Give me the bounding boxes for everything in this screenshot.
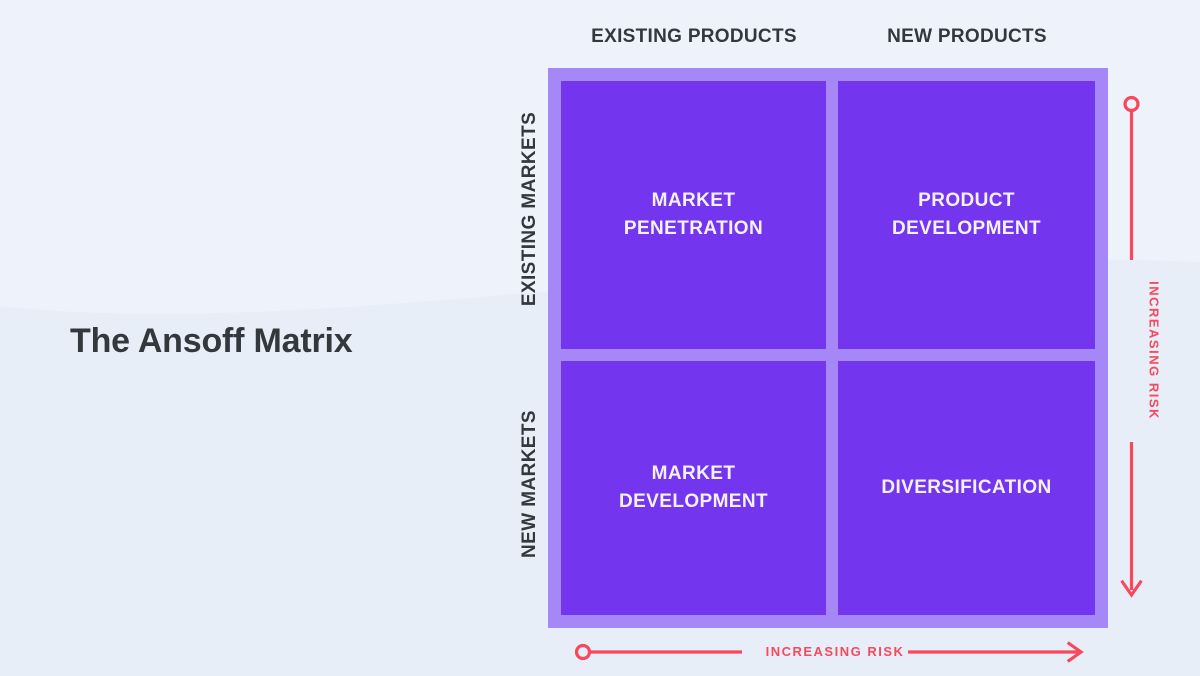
quadrant-label: MARKET PENETRATION — [623, 189, 764, 239]
column-header-new-products: NEW PRODUCTS — [887, 26, 1047, 47]
axis-arrowhead-icon — [1120, 579, 1143, 598]
horizontal-risk-axis-label: INCREASING RISK — [765, 644, 905, 659]
quadrant-product-development[interactable]: PRODUCT DEVELOPMENT — [838, 81, 1095, 349]
page-title: The Ansoff Matrix — [70, 322, 353, 360]
row-header-new-markets: NEW MARKETS — [519, 410, 540, 558]
vertical-risk-axis-arrow — [1120, 95, 1143, 598]
ansoff-matrix-frame: MARKET PENETRATION PRODUCT DEVELOPMENT M… — [548, 68, 1108, 628]
column-header-existing-products: EXISTING PRODUCTS — [591, 26, 797, 47]
quadrant-label: DIVERSIFICATION — [881, 476, 1052, 498]
axis-arrowhead-icon — [1066, 641, 1084, 663]
quadrant-diversification[interactable]: DIVERSIFICATION — [838, 361, 1095, 615]
axis-start-circle-icon — [1123, 95, 1140, 113]
quadrant-label: PRODUCT DEVELOPMENT — [891, 189, 1042, 239]
vertical-risk-axis-label: INCREASING RISK — [1146, 281, 1162, 420]
row-header-existing-markets: EXISTING MARKETS — [519, 111, 540, 307]
quadrant-market-penetration[interactable]: MARKET PENETRATION — [561, 81, 826, 349]
axis-start-circle-icon — [574, 643, 592, 661]
quadrant-label: MARKET DEVELOPMENT — [618, 462, 769, 512]
quadrant-market-development[interactable]: MARKET DEVELOPMENT — [561, 361, 826, 615]
horizontal-risk-axis-arrow — [574, 641, 1084, 663]
